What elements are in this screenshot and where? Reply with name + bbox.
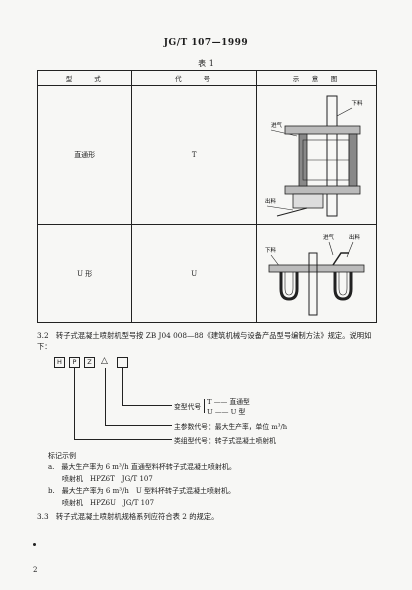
section-3-2-text: 3.2 转子式混凝土喷射机型号按 ZB J04 008—88《建筑机械与设备产品… [37, 331, 372, 351]
cell-figure: 下料 进气 出料 [255, 85, 378, 225]
label-variant-t: T —— 直通型 [207, 398, 250, 406]
label-variant-u: U —— U 型 [207, 408, 246, 416]
section-3-3-text: 3.3 转子式混凝土喷射机规格系列应符合表 2 的规定。 [37, 512, 219, 521]
fig-label-out: 出料 [349, 233, 361, 241]
code-box-param: △ [101, 356, 108, 366]
leader-group-v [74, 368, 75, 439]
cell-code: U [131, 224, 257, 323]
example-a-code: 喷射机 HPZ6T JG/T 107 [48, 475, 153, 483]
label-variant: 变型代号 [174, 403, 202, 411]
header-type: 型 式 [36, 70, 133, 86]
fig-label-out: 出料 [265, 197, 277, 205]
code-box-p: P [69, 357, 80, 368]
label-group: 类组型代号：转子式混凝土喷射机 [174, 437, 276, 445]
table-header-row: 型 式 代 号 示 意 图 [36, 70, 378, 86]
example-a: a. 最大生产率为 6 m³/h 直通型料杯转子式混凝土喷射机。 [48, 463, 236, 471]
fig-label-air: 进气 [323, 233, 335, 241]
header-figure: 示 意 图 [255, 70, 378, 86]
bracket-v [204, 399, 205, 413]
table-row: 直通形 T 下料 进气 出料 [36, 85, 378, 225]
straight-type-diagram: 下料 进气 出料 [265, 95, 363, 217]
cell-figure: 下料 进气 出料 [255, 224, 378, 323]
code-box-z: Z [84, 357, 95, 368]
leader-param-v [105, 368, 106, 425]
table-row: U 形 U 下料 进气 出料 [36, 224, 378, 323]
cell-code: T [131, 85, 257, 225]
code-box-variant [117, 357, 128, 368]
table-1: 型 式 代 号 示 意 图 直通形 T 下料 进气 出料 [36, 70, 378, 323]
leader-variant-v [122, 368, 123, 405]
fig-label-feed: 下料 [265, 246, 277, 254]
example-b-code: 喷射机 HPZ6U JG/T 107 [48, 499, 155, 507]
table-caption: 表 1 [198, 59, 214, 68]
examples-title: 标记示例 [48, 452, 76, 460]
u-type-diagram: 下料 进气 出料 [265, 233, 365, 316]
page-number: 2 [33, 566, 38, 574]
leader-variant-h [122, 405, 172, 406]
cell-type: 直通形 [36, 85, 133, 225]
header-code: 代 号 [131, 70, 257, 86]
page-mark [33, 543, 36, 546]
example-b: b. 最大生产率为 6 m³/h U 型料杯转子式混凝土喷射机。 [48, 487, 236, 495]
leader-group-h [74, 439, 172, 440]
fig-label-feed: 下料 [351, 99, 363, 107]
fig-label-air: 进气 [271, 121, 283, 129]
cell-type: U 形 [36, 224, 133, 323]
leader-param-h [105, 425, 172, 426]
code-box-h: H [54, 357, 65, 368]
page-header: JG/T 107—1999 [163, 38, 249, 48]
label-main-param: 主参数代号：最大生产率，单位 m³/h [174, 423, 288, 431]
